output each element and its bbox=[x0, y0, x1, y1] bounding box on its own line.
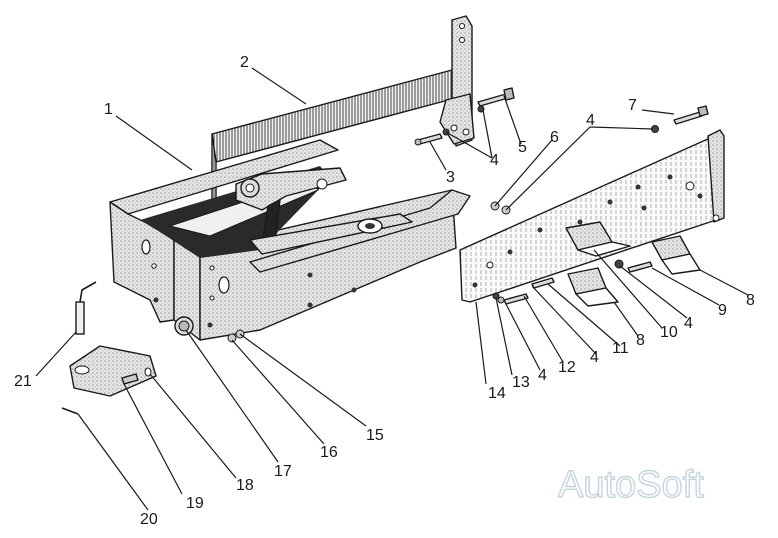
callout-17: 17 bbox=[274, 463, 292, 480]
callout-4b: 4 bbox=[586, 112, 595, 129]
side-plate-left bbox=[211, 15, 475, 221]
callout-7: 7 bbox=[628, 97, 637, 114]
callout-10: 10 bbox=[660, 324, 678, 341]
main-frame bbox=[109, 139, 471, 343]
callout-14: 14 bbox=[488, 385, 506, 402]
callout-4a: 4 bbox=[490, 152, 499, 169]
callout-5: 5 bbox=[518, 139, 527, 156]
callout-9: 9 bbox=[718, 302, 727, 319]
callout-18: 18 bbox=[236, 477, 254, 494]
hardware bbox=[61, 87, 709, 415]
callout-1: 1 bbox=[104, 101, 113, 118]
side-plate-right bbox=[459, 129, 725, 303]
callout-2: 2 bbox=[240, 54, 249, 71]
callout-13: 13 bbox=[512, 374, 530, 391]
callout-20: 20 bbox=[140, 511, 158, 528]
callout-4d: 4 bbox=[590, 349, 599, 366]
callout-labels: 1 2 3 4 5 6 4 7 8 9 4 10 8 11 4 12 4 13 … bbox=[14, 54, 755, 528]
callout-4e: 4 bbox=[538, 367, 547, 384]
callout-8a: 8 bbox=[746, 292, 755, 309]
leader-lines bbox=[35, 67, 749, 511]
callout-16: 16 bbox=[320, 444, 338, 461]
callout-11: 11 bbox=[612, 340, 629, 357]
callout-6: 6 bbox=[550, 129, 559, 146]
autosoft-watermark: AutoSoft bbox=[558, 464, 704, 506]
callout-19: 19 bbox=[186, 495, 204, 512]
callout-8b: 8 bbox=[636, 332, 645, 349]
callout-4c: 4 bbox=[684, 315, 693, 332]
callout-15: 15 bbox=[366, 427, 384, 444]
callout-12: 12 bbox=[558, 359, 576, 376]
callout-21: 21 bbox=[14, 373, 32, 390]
callout-3: 3 bbox=[446, 169, 455, 186]
